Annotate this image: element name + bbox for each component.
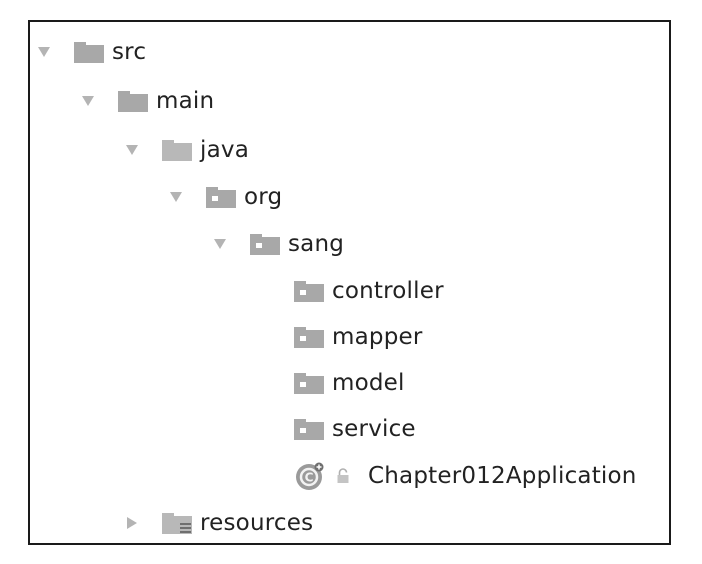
package-icon	[294, 326, 324, 348]
tree-node-label: main	[156, 88, 215, 114]
tree-node-model[interactable]: model	[294, 361, 405, 405]
tree-node-label: service	[332, 416, 416, 442]
tree-node-label: resources	[200, 510, 314, 536]
tree-node-resources[interactable]: resources	[126, 501, 313, 545]
tree-node-label: src	[112, 39, 147, 65]
expand-arrow-down-icon[interactable]	[126, 144, 138, 156]
folder-icon	[118, 90, 148, 112]
project-tree-panel: src main java org	[28, 20, 671, 545]
tree-node-mapper[interactable]: mapper	[294, 315, 423, 359]
package-icon	[294, 418, 324, 440]
package-icon	[294, 280, 324, 302]
expand-arrow-down-icon[interactable]	[38, 46, 50, 58]
tree-node-service[interactable]: service	[294, 407, 416, 451]
expand-arrow-down-icon[interactable]	[82, 95, 94, 107]
tree-node-controller[interactable]: controller	[294, 269, 444, 313]
resources-folder-icon	[162, 512, 192, 534]
expand-arrow-down-icon[interactable]	[170, 191, 182, 203]
package-icon	[294, 372, 324, 394]
tree-node-label: sang	[288, 231, 345, 257]
source-folder-icon	[162, 139, 192, 161]
tree-node-label: controller	[332, 278, 444, 304]
expand-arrow-down-icon[interactable]	[214, 238, 226, 250]
svg-text:C: C	[305, 471, 314, 485]
tree-node-java[interactable]: java	[126, 128, 249, 172]
tree-node-org[interactable]: org	[170, 175, 282, 219]
tree-node-main[interactable]: main	[82, 79, 214, 123]
tree-node-label: model	[332, 370, 405, 396]
tree-node-label: java	[200, 137, 249, 163]
expand-arrow-right-icon[interactable]	[126, 517, 138, 529]
tree-node-sang[interactable]: sang	[214, 222, 344, 266]
tree-node-src[interactable]: src	[38, 30, 146, 74]
tree-node-label: org	[244, 184, 283, 210]
tree-node-label: mapper	[332, 324, 423, 350]
spring-boot-class-icon: C	[296, 462, 324, 490]
lock-icon	[337, 468, 349, 483]
tree-node-app-class[interactable]: C Chapter012Application	[294, 454, 637, 498]
tree-node-label: Chapter012Application	[368, 463, 637, 489]
package-icon	[206, 186, 236, 208]
package-icon	[250, 233, 280, 255]
folder-icon	[74, 41, 104, 63]
